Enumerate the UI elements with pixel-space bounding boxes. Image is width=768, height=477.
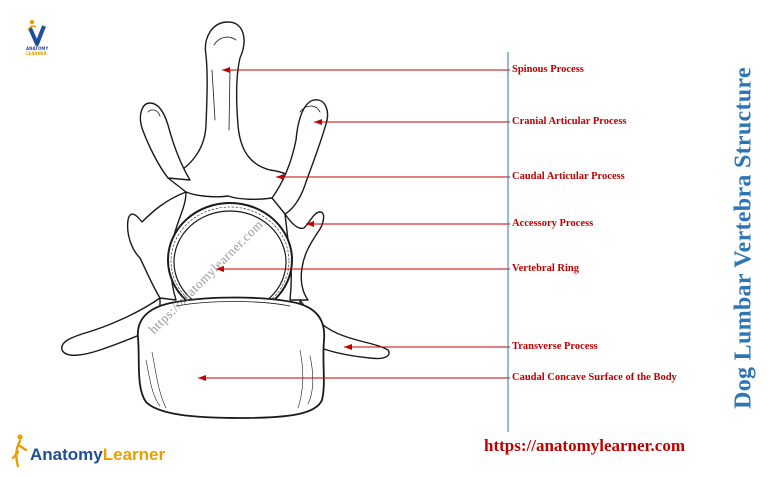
- arrowhead-caudal-articular: [276, 174, 284, 180]
- label-transverse-process: Transverse Process: [512, 341, 598, 352]
- diagram-title: Dog Lumbar Vertebra Structure: [730, 67, 757, 409]
- brand-text-anatomy: Anatomy: [30, 445, 103, 464]
- right-cranial-articular-shape: [271, 99, 329, 215]
- brand-figure-icon: [11, 434, 28, 468]
- logo-caption-line2: LEARNER: [26, 51, 47, 56]
- arrowhead-cranial: [314, 119, 322, 125]
- logo-caption-line1: ANATOMY: [26, 46, 49, 51]
- website-url[interactable]: https://anatomylearner.com: [484, 436, 685, 455]
- arrowhead-vertebral-ring: [216, 266, 224, 272]
- label-spinous-process: Spinous Process: [512, 64, 584, 75]
- brand-logo-text: AnatomyLearner: [30, 445, 165, 465]
- brand-text-learner: Learner: [102, 445, 166, 464]
- left-cranial-articular-shape: [139, 102, 191, 181]
- label-accessory-process: Accessory Process: [512, 218, 594, 229]
- label-caudal-articular-process: Caudal Articular Process: [512, 171, 625, 182]
- label-cranial-articular-process: Cranial Articular Process: [512, 116, 627, 127]
- arrowhead-spinous: [222, 67, 230, 73]
- leader-lines: [198, 67, 510, 381]
- vertebral-body-shape: [137, 296, 326, 419]
- spinous-detail: [211, 36, 237, 131]
- spinous-process-shape: [167, 21, 295, 201]
- left-transverse-process-shape: [61, 297, 161, 356]
- body-shading: [145, 349, 314, 409]
- right-accessory-shape: [284, 211, 325, 301]
- label-caudal-concave-surface: Caudal Concave Surface of the Body: [512, 372, 677, 383]
- vertebra-drawing: [61, 21, 390, 419]
- arrowhead-caudal-surface: [198, 375, 206, 381]
- arrowhead-accessory: [306, 221, 314, 227]
- body-top-lip: [175, 301, 291, 307]
- cranial-detail: [147, 105, 321, 117]
- arrowhead-transverse: [344, 344, 352, 350]
- logo-small: ANATOMY LEARNER: [26, 20, 52, 56]
- logo-small-mark: [27, 19, 46, 46]
- label-vertebral-ring: Vertebral Ring: [512, 263, 579, 274]
- logo-small-caption: ANATOMY LEARNER: [26, 46, 48, 56]
